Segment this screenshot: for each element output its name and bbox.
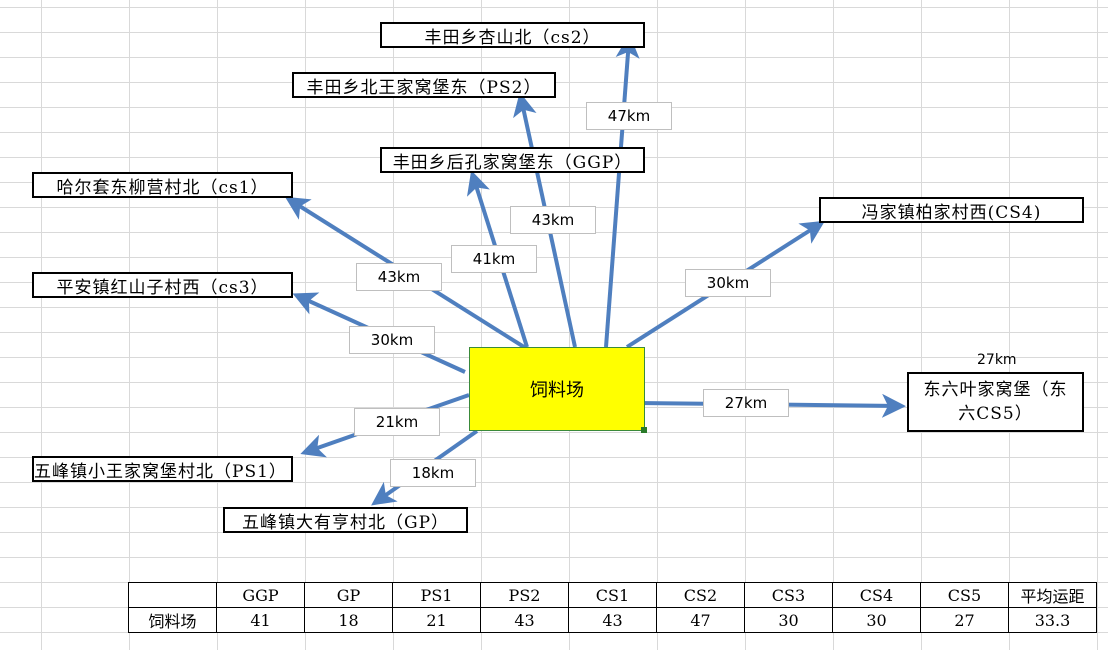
table-header-cell: PS2 [480,582,569,608]
table-header-cell [128,582,217,608]
table-header-cell: GP [304,582,393,608]
dest-ggp: 丰田乡后孔家窝堡东（GGP） [380,147,645,173]
table-cell: 47 [656,607,745,633]
resize-handle[interactable] [641,427,647,433]
arrow-to-cs2 [604,34,640,348]
distance-label-ps1: 21km [354,408,440,436]
distance-label-cs3: 30km [349,326,435,354]
table-cell: 43 [568,607,657,633]
dest-gp: 五峰镇大有亨村北（GP） [223,507,468,533]
table-header-cell: CS2 [656,582,745,608]
distance-label-cs1: 43km [356,263,442,291]
table-cell: 43 [480,607,569,633]
table-header-cell: CS3 [744,582,833,608]
distance-label-cs4: 30km [685,269,771,297]
table-row-label: 饲料场 [128,607,217,633]
table-row: 饲料场 41 18 21 43 43 47 30 30 27 33.3 [128,607,1097,633]
table-cell: 21 [392,607,481,633]
distance-label-gp: 18km [390,459,476,487]
table-cell: 18 [304,607,393,633]
dest-cs1: 哈尔套东柳营村北（cs1） [32,172,293,198]
feed-mill-label: 饲料场 [530,380,584,401]
table-cell: 30 [744,607,833,633]
distance-label-ggp: 41km [451,245,537,273]
table-cell: 41 [216,607,305,633]
distance-label-cs2: 47km [586,102,672,130]
table-header-cell: 平均运距 [1008,582,1097,608]
dest-ps2: 丰田乡北王家窝堡东（PS2） [292,72,556,98]
dest-ps1: 五峰镇小王家窝堡村北（PS1） [32,456,293,482]
table-cell: 33.3 [1008,607,1097,633]
table-cell: 30 [832,607,921,633]
table-header-cell: CS4 [832,582,921,608]
cs5-extra-distance: 27km [977,352,1017,368]
table-header-row: GGP GP PS1 PS2 CS1 CS2 CS3 CS4 CS5 平均运距 [128,582,1097,608]
dest-cs5-line2: 六CS5） [958,404,1033,424]
distance-summary-table: GGP GP PS1 PS2 CS1 CS2 CS3 CS4 CS5 平均运距 … [128,582,1097,633]
table-header-cell: CS1 [568,582,657,608]
table-header-cell: GGP [216,582,305,608]
distance-label-cs5: 27km [703,389,789,417]
distance-label-ps2: 43km [510,206,596,234]
dest-cs2: 丰田乡杏山北（cs2） [380,22,645,48]
feed-mill-node[interactable]: 饲料场 [469,347,645,431]
table-header-cell: PS1 [392,582,481,608]
table-header-cell: CS5 [920,582,1009,608]
dest-cs4: 冯家镇柏家村西(CS4) [819,197,1084,223]
dest-cs3: 平安镇红山子村西（cs3） [32,272,293,298]
table-cell: 27 [920,607,1009,633]
dest-cs5-line1: 东六叶家窝堡（东 [923,380,1068,400]
dest-cs5: 东六叶家窝堡（东 六CS5） [907,372,1084,432]
